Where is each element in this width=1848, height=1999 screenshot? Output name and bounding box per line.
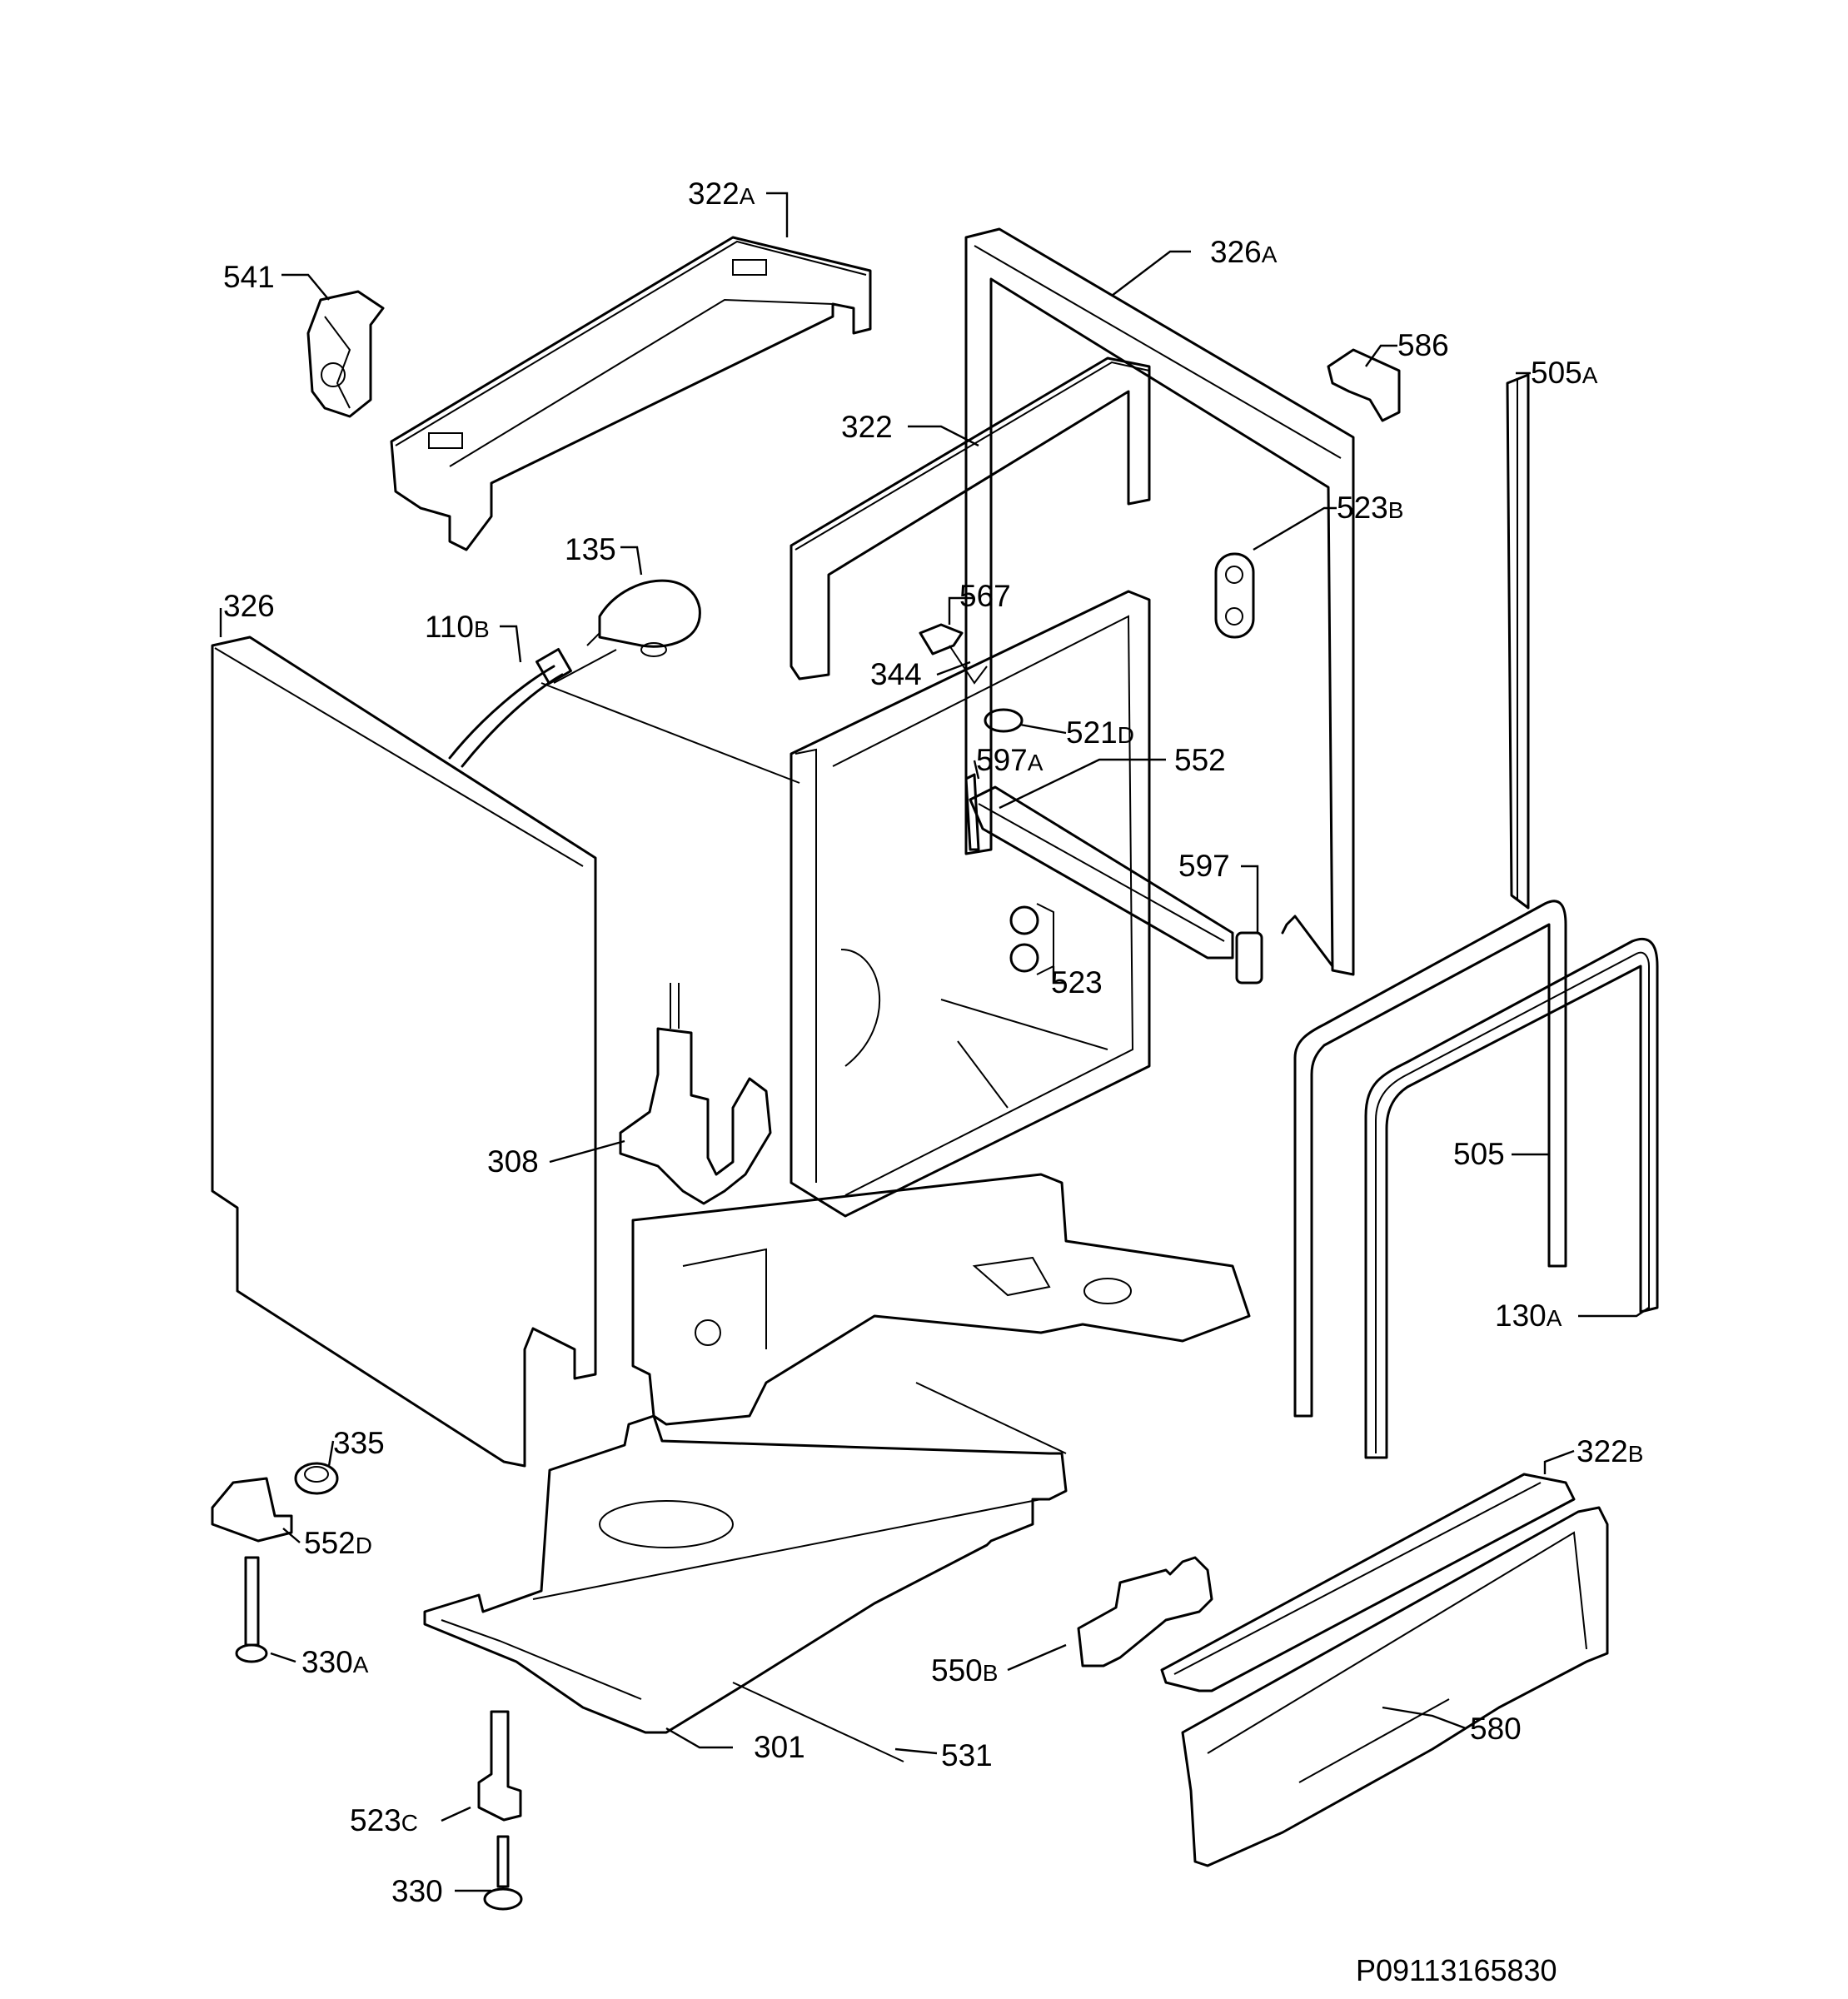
part-label-135: 135 [565,532,616,566]
part-label-330: 330 [391,1874,443,1908]
part-label-550b: 550B [931,1653,998,1687]
part-label-110b: 110B [425,610,490,644]
part-label-580: 580 [1470,1712,1522,1746]
leader-lines [219,192,1650,1892]
part-330a-screw [235,1556,268,1663]
part-label-suffix: A [1547,1305,1562,1331]
part-505-seal [1293,900,1567,1418]
part-label-326a: 326A [1210,235,1278,269]
part-label-suffix: D [356,1533,372,1558]
part-label-523: 523 [1051,965,1103,1000]
part-308-hinge [619,983,772,1205]
part-580-lower-panel [1181,1506,1609,1867]
part-135-float [586,579,701,657]
part-330-screw [483,1835,523,1911]
part-322b-rail [1160,1473,1576,1692]
part-label-322: 322 [841,410,893,444]
part-label-531: 531 [941,1738,993,1772]
part-label-322a: 322A [688,177,755,211]
part-label-suffix: A [353,1652,369,1677]
part-label-505a: 505A [1531,356,1598,390]
part-label-505: 505 [1453,1137,1505,1171]
part-label-suffix: B [474,616,490,642]
part-label-330a: 330A [301,1645,369,1679]
part-567-344-clip [919,623,988,685]
part-326a-side-panel [964,227,1355,976]
part-label-130a: 130A [1495,1299,1562,1333]
part-label-suffix: B [983,1660,999,1686]
part-label-308: 308 [487,1144,539,1179]
part-label-586: 586 [1397,328,1449,362]
part-301-base-tray [423,1382,1068,1762]
part-label-326: 326 [223,589,275,623]
part-552d-actuator [211,1477,293,1543]
part-322a-top-bracket [390,236,872,551]
part-505a-strip [1506,373,1530,910]
part-labels: 322A541326A586505A322523B135567326110B34… [223,177,1643,1908]
part-label-301: 301 [754,1730,805,1764]
part-label-523b: 523B [1337,491,1403,525]
part-label-suffix: B [1628,1441,1644,1467]
part-335-gear [294,1462,339,1495]
part-label-597: 597 [1178,849,1230,883]
part-base-frame [631,1173,1251,1426]
part-586-bracket [1327,348,1401,422]
part-label-344: 344 [870,657,922,691]
part-326-door-panel [211,636,597,1468]
part-label-suffix: B [1388,497,1404,523]
part-label-suffix: A [740,183,755,209]
part-110b-hose [448,648,572,768]
part-label-suffix: C [401,1810,418,1836]
part-label-552d: 552D [304,1526,372,1560]
part-521d-plug [984,708,1024,733]
part-label-552: 552 [1174,743,1226,777]
part-label-567: 567 [959,579,1011,613]
part-label-suffix: D [1118,722,1134,748]
part-322-upper-frame [790,356,1151,680]
part-label-suffix: A [1028,750,1044,775]
part-label-541: 541 [223,260,275,294]
part-550b-bracket [1077,1556,1213,1667]
drawing-code: P09113165830 [1356,1953,1557,1987]
part-label-523c: 523C [350,1803,418,1837]
part-label-suffix: A [1262,242,1278,267]
part-label-322b: 322B [1577,1434,1643,1468]
part-label-521d: 521D [1066,715,1134,750]
part-541-clip [306,290,385,418]
part-label-597a: 597A [976,743,1044,777]
part-label-335: 335 [333,1426,385,1460]
part-552-rail [964,773,1263,985]
part-label-suffix: A [1582,362,1598,388]
part-tub [540,590,1151,1218]
part-523-grommet [1009,903,1054,975]
part-130a-seal [1364,937,1659,1459]
part-523b-grommet [1214,552,1255,639]
part-523c-bracket [477,1710,522,1822]
